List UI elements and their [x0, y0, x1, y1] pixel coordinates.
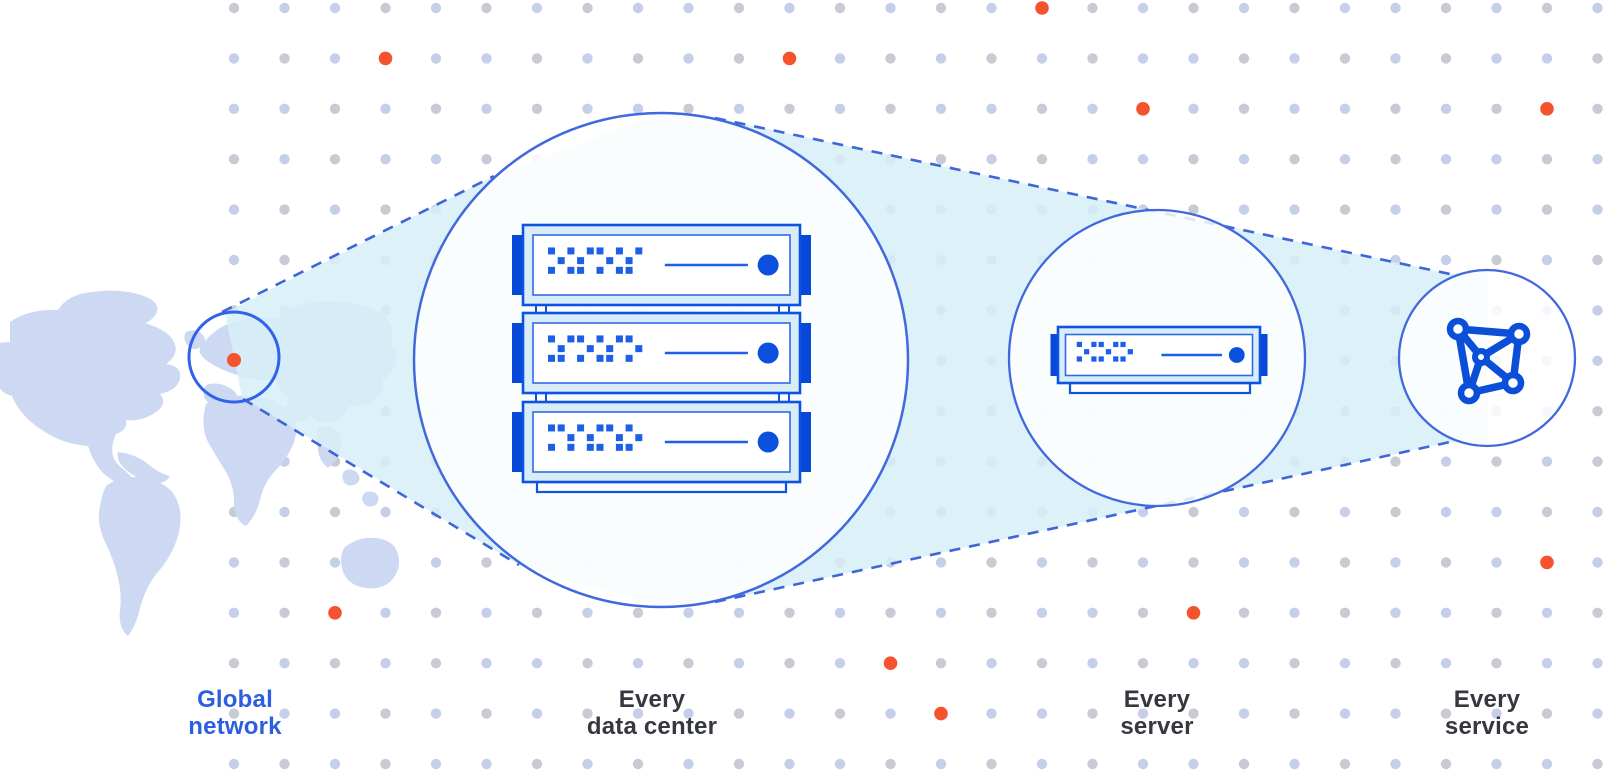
label-line: server	[1120, 713, 1194, 740]
server-rack-icon	[512, 223, 811, 494]
label-line: network	[188, 713, 282, 740]
network-mesh-icon	[1446, 317, 1531, 405]
label-every-service: Every service	[1357, 686, 1617, 740]
server-icon	[1050, 325, 1268, 395]
beam-dashed-lines	[221, 116, 1451, 604]
location-marker-dot	[227, 353, 241, 367]
label-line: Every	[1453, 686, 1521, 713]
label-line: data center	[586, 713, 718, 740]
label-line: Every	[1123, 686, 1191, 713]
label-global-network: Global network	[105, 686, 365, 740]
label-every-data-center: Every data center	[522, 686, 782, 740]
map-region-circle	[187, 310, 281, 404]
label-every-server: Every server	[1027, 686, 1287, 740]
label-line: service	[1444, 713, 1530, 740]
label-line: Every	[618, 686, 686, 713]
label-line: Global	[197, 686, 273, 713]
